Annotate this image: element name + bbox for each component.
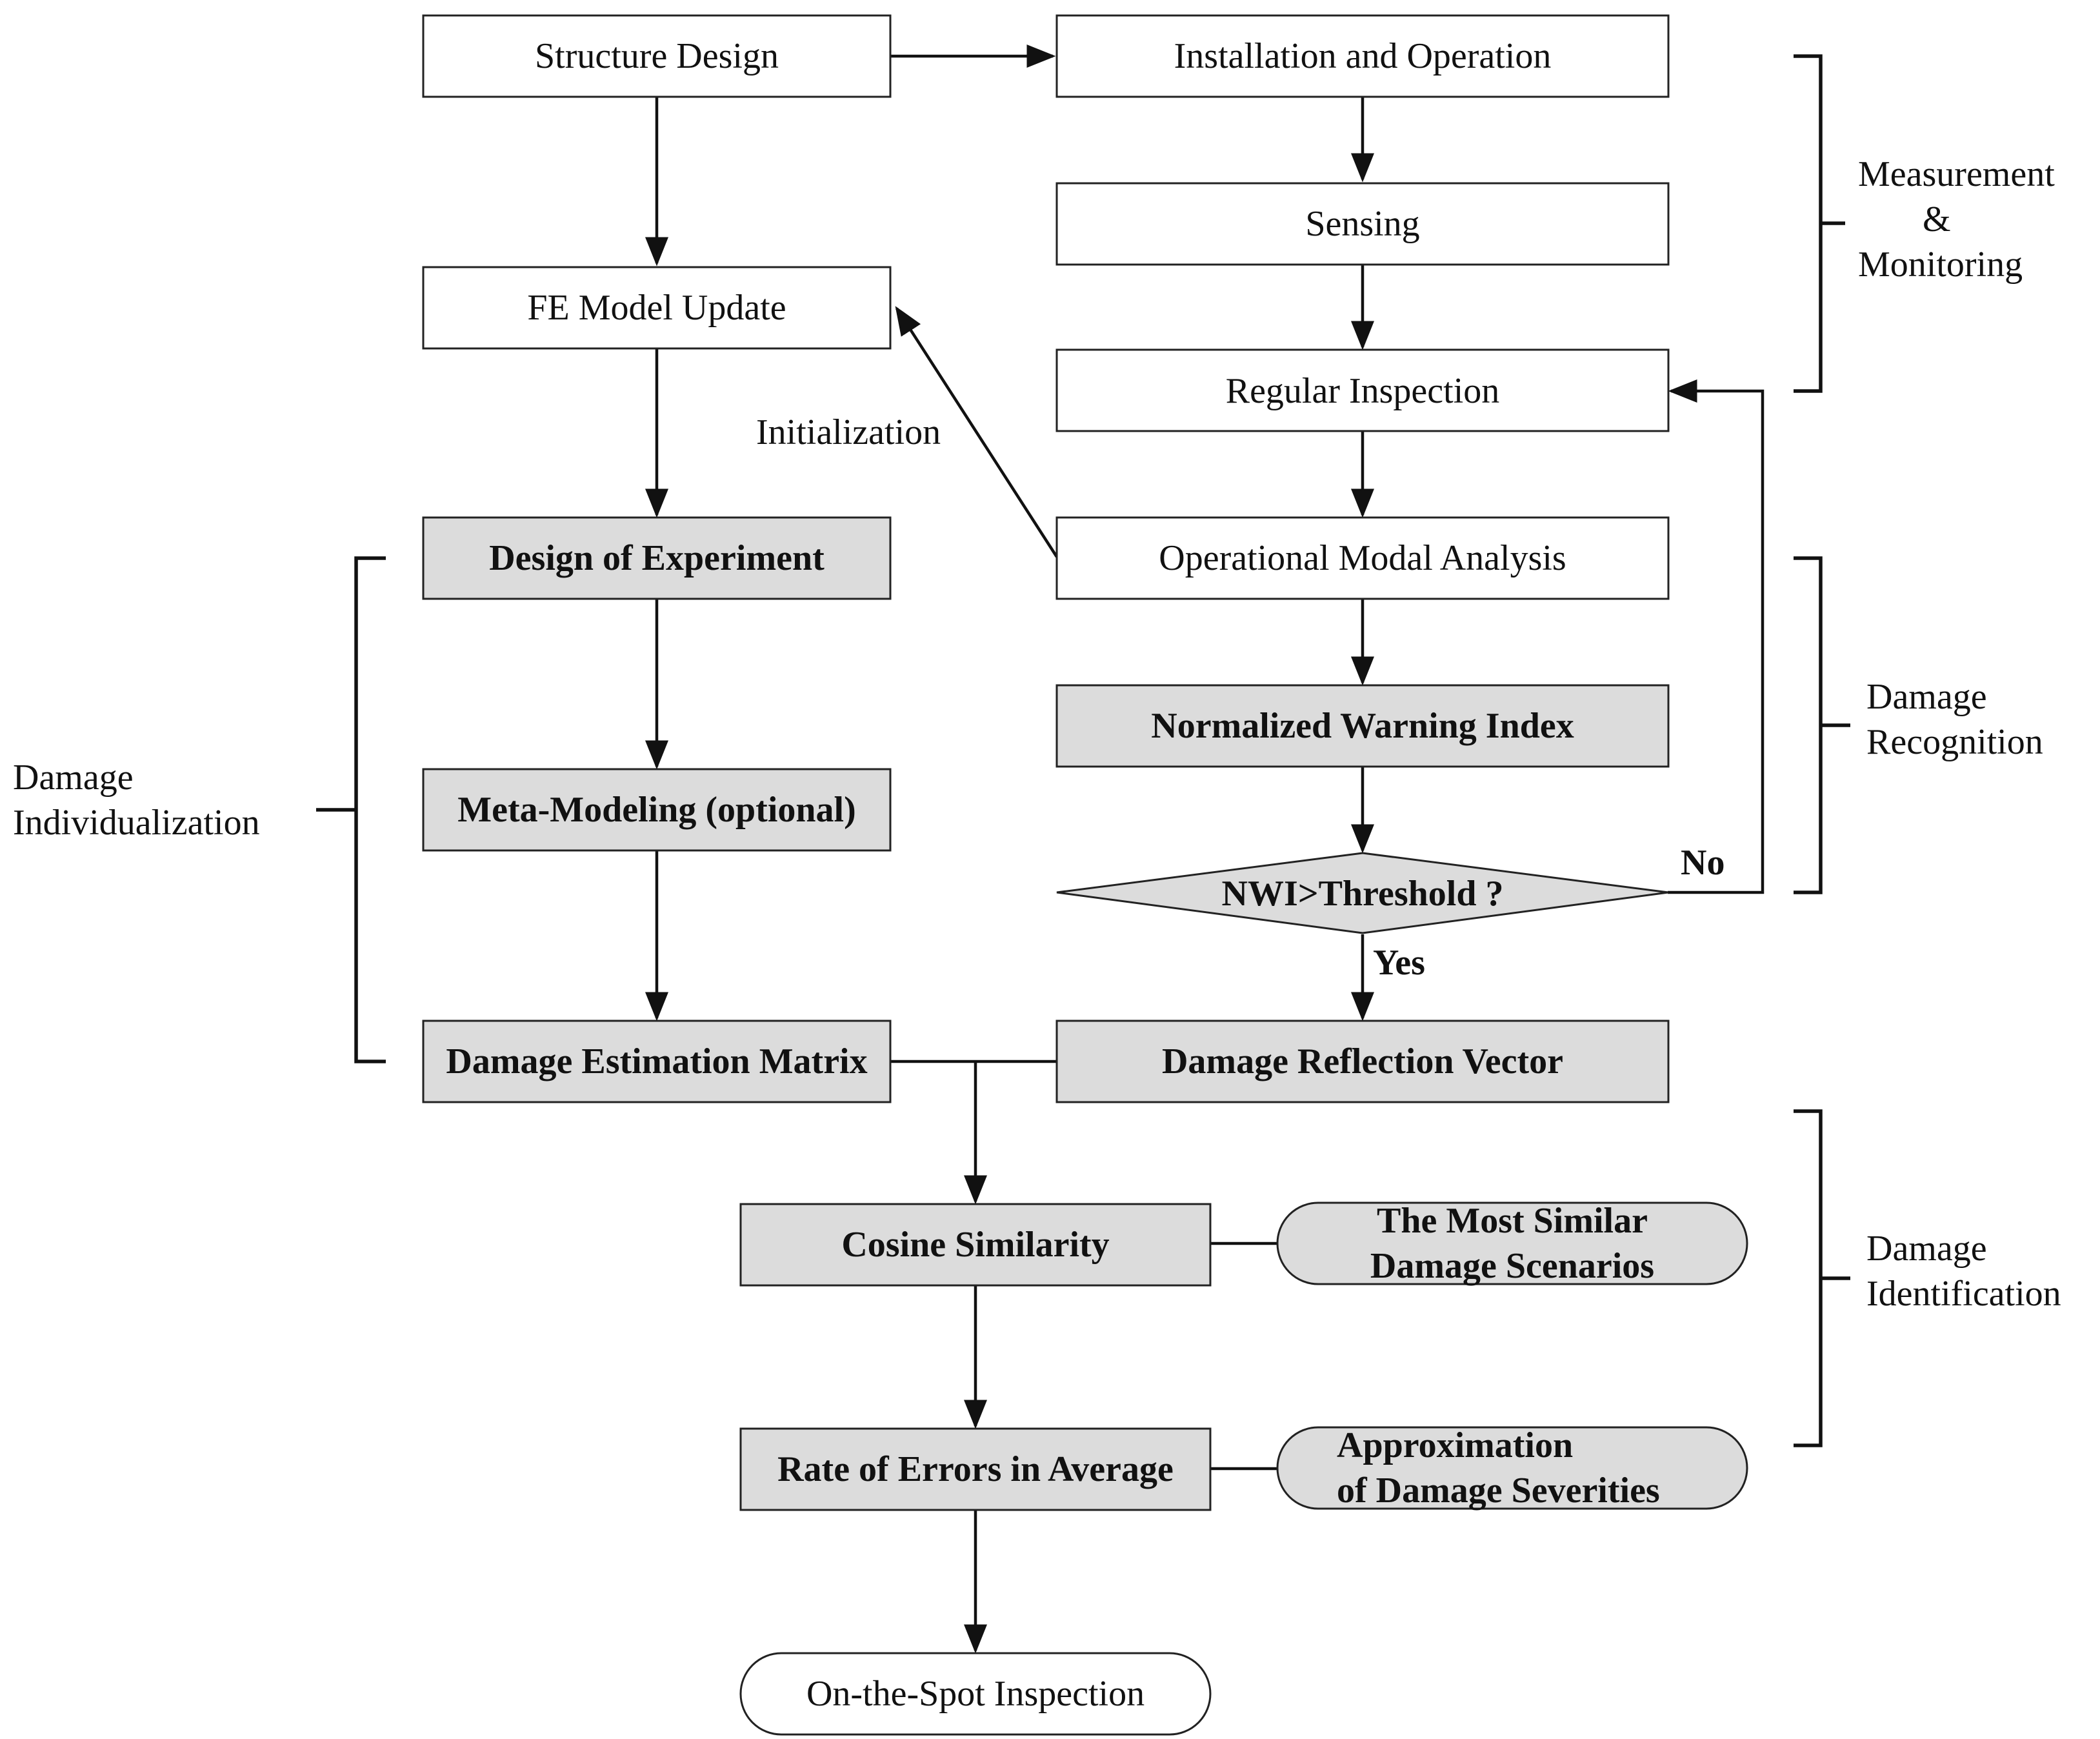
node-damage-estimation-matrix: Damage Estimation Matrix (422, 1020, 892, 1103)
damage-individualization-label-line1: Damage (13, 758, 134, 798)
fe-model-update-label: FE Model Update (527, 288, 786, 328)
node-installation-operation: Installation and Operation (1055, 14, 1670, 98)
node-most-similar-scenarios: The Most Similar Damage Scenarios (1276, 1201, 1748, 1286)
approximation-label-line2: of Damage Severities (1337, 1471, 1660, 1511)
node-normalized-warning-index: Normalized Warning Index (1055, 684, 1670, 768)
sensing-label: Sensing (1305, 204, 1419, 244)
installation-operation-label: Installation and Operation (1174, 36, 1552, 76)
rate-of-errors-label: Rate of Errors in Average (777, 1449, 1174, 1489)
bracket-damage-individualization: Damage Individualization (13, 556, 386, 1063)
most-similar-label-line2: Damage Scenarios (1370, 1246, 1654, 1286)
regular-inspection-label: Regular Inspection (1226, 371, 1500, 411)
edge-decision-no (1668, 379, 1765, 894)
bracket-damage-recognition: Damage Recognition (1794, 556, 2043, 894)
damage-estimation-matrix-label: Damage Estimation Matrix (446, 1041, 867, 1081)
node-meta-modeling: Meta-Modeling (optional) (422, 768, 892, 852)
monitoring-label: Monitoring (1858, 245, 2023, 285)
operational-modal-analysis-label: Operational Modal Analysis (1159, 538, 1566, 578)
node-damage-reflection-vector: Damage Reflection Vector (1055, 1020, 1670, 1103)
decision-label: NWI>Threshold ? (1222, 874, 1504, 914)
damage-recognition-label-line1: Damage (1866, 677, 1987, 717)
most-similar-label-line1: The Most Similar (1377, 1201, 1648, 1241)
edge-oma-to-fe-initialization (895, 306, 1058, 558)
node-decision-threshold: NWI>Threshold ? (1056, 852, 1669, 934)
bracket-measurement-monitoring: Measurement & Monitoring (1794, 54, 2055, 393)
cosine-similarity-label: Cosine Similarity (841, 1225, 1109, 1265)
meta-modeling-label: Meta-Modeling (optional) (457, 790, 855, 830)
node-sensing: Sensing (1055, 182, 1670, 266)
measurement-label: Measurement (1858, 154, 2055, 194)
node-operational-modal-analysis: Operational Modal Analysis (1055, 516, 1670, 600)
damage-individualization-label-line2: Individualization (13, 803, 260, 843)
node-rate-of-errors: Rate of Errors in Average (739, 1427, 1212, 1511)
node-fe-model-update: FE Model Update (422, 266, 892, 350)
node-on-the-spot-inspection: On-the-Spot Inspection (739, 1652, 1212, 1736)
connectors (645, 45, 1765, 1654)
edge-label-initialization: Initialization (756, 412, 941, 452)
damage-recognition-label-line2: Recognition (1866, 722, 2043, 762)
damage-identification-label-line1: Damage (1866, 1229, 1987, 1269)
ampersand-label: & (1923, 199, 1951, 239)
node-regular-inspection: Regular Inspection (1055, 348, 1670, 432)
damage-identification-label-line2: Identification (1866, 1274, 2061, 1314)
node-design-of-experiment: Design of Experiment (422, 516, 892, 600)
edge-label-yes: Yes (1373, 943, 1425, 983)
edge-label-no: No (1681, 843, 1725, 883)
node-approximation-severities: Approximation of Damage Severities (1276, 1425, 1748, 1511)
node-structure-design: Structure Design (422, 14, 892, 98)
on-the-spot-inspection-label: On-the-Spot Inspection (806, 1674, 1145, 1714)
normalized-warning-index-label: Normalized Warning Index (1151, 706, 1574, 746)
structure-design-label: Structure Design (535, 36, 779, 76)
damage-reflection-vector-label: Damage Reflection Vector (1162, 1041, 1563, 1081)
approximation-label-line1: Approximation (1337, 1425, 1573, 1465)
design-of-experiment-label: Design of Experiment (489, 538, 825, 578)
node-cosine-similarity: Cosine Similarity (739, 1203, 1212, 1287)
bracket-damage-identification: Damage Identification (1794, 1109, 2061, 1447)
